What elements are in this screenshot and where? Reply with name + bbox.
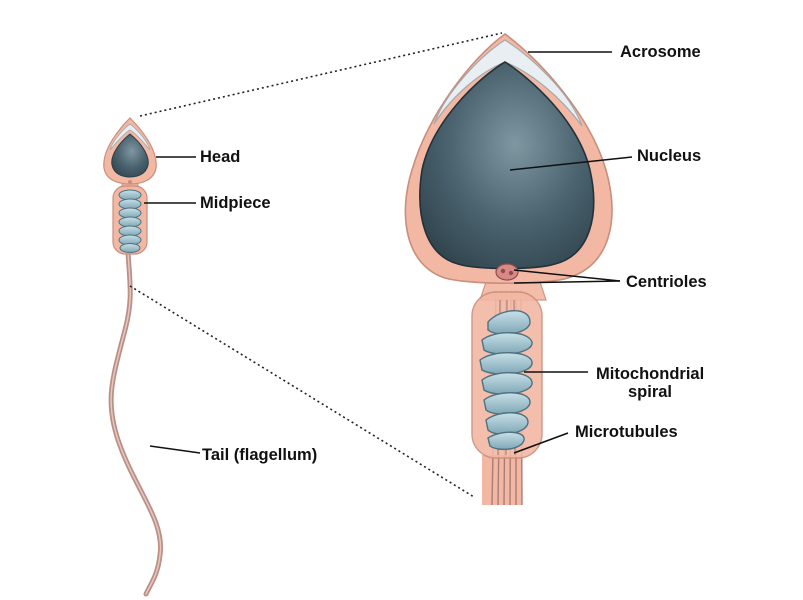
label-microtubules: Microtubules (575, 423, 678, 441)
label-centrioles: Centrioles (626, 273, 707, 291)
label-nucleus: Nucleus (637, 147, 701, 165)
label-mitochondrial-line1: Mitochondrial (596, 365, 704, 383)
tail-flagellum-inner (111, 252, 160, 594)
label-tail: Tail (flagellum) (202, 446, 317, 464)
leader-tail (150, 446, 200, 453)
label-acrosome: Acrosome (620, 43, 701, 61)
head-centriole (128, 180, 132, 184)
zoom-line-bottom (130, 286, 474, 497)
label-head: Head (200, 148, 240, 166)
label-midpiece: Midpiece (200, 194, 271, 212)
nucleus-large (420, 62, 594, 269)
tail-flagellum (111, 252, 160, 594)
centrioles-large (496, 264, 518, 280)
label-mitochondrial-line2: spiral (628, 383, 672, 401)
whole-sperm (104, 118, 161, 594)
